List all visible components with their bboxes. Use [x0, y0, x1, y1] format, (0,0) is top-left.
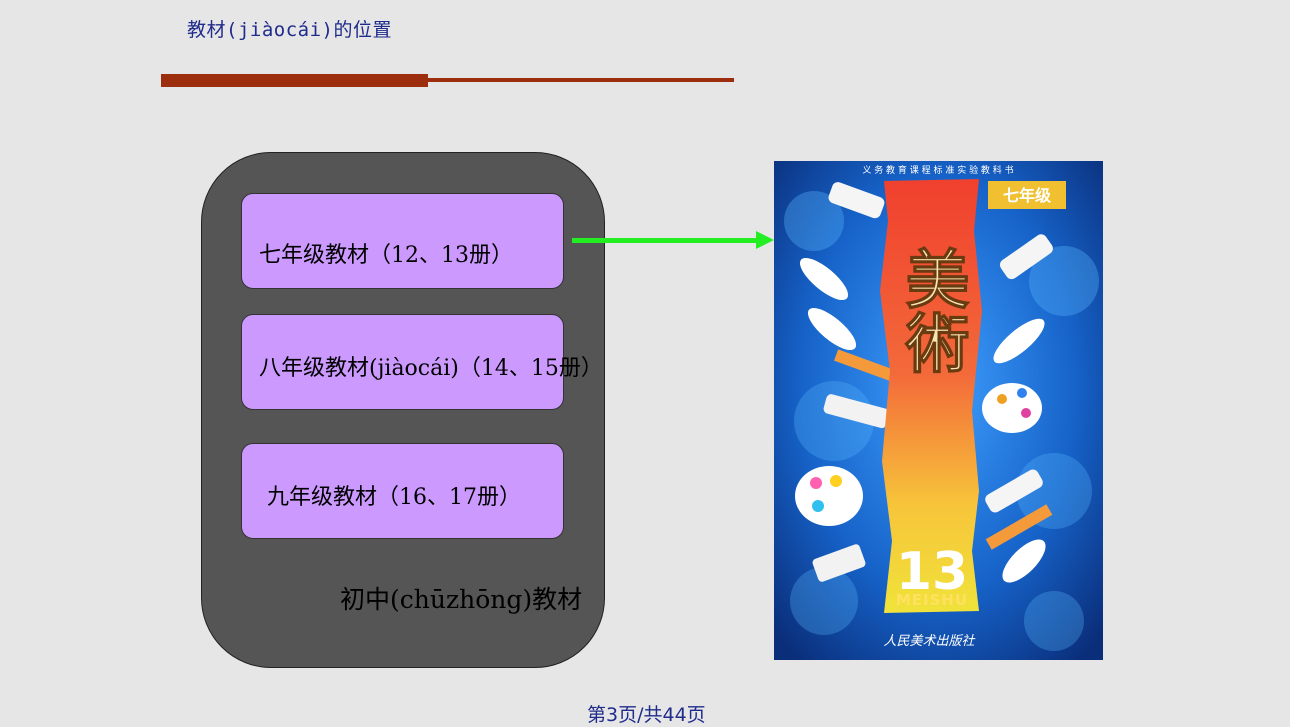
book-cover-image: 义 务 教 育 课 程 标 准 实 验 教 科 书 七年级 美術 [774, 161, 1103, 660]
volume-number: 13 [896, 542, 968, 602]
title-strip [880, 179, 982, 613]
publisher-text: 人民美术出版社 [883, 634, 975, 649]
pinyin-title: MEISHU [896, 591, 968, 609]
book-series-text: 义 务 教 育 课 程 标 准 实 验 教 科 书 [862, 164, 1013, 176]
grade9-card[interactable] [241, 443, 564, 539]
slide-title: 教材(jiàocái)的位置 [187, 19, 392, 41]
grade9-label: 九年级教材（16、17册） [267, 485, 521, 510]
grade8-card[interactable] [241, 314, 564, 410]
arrow-head-icon [756, 231, 774, 249]
book-title-text: 美術 [895, 246, 971, 374]
paint-tubes-illustration [795, 182, 1053, 583]
grade-badge [988, 181, 1066, 209]
arrow-line [572, 238, 758, 243]
grade-badge-text: 七年级 [1003, 186, 1052, 205]
page-footer: 第3页/共44页 [587, 704, 706, 726]
grade8-label: 八年级教材(jiàocái)（14、15册） [259, 356, 603, 381]
grade7-label: 七年级教材（12、13册） [259, 243, 513, 268]
title-rule-thin [426, 78, 734, 82]
grade7-card[interactable] [241, 193, 564, 289]
container-caption: 初中(chūzhōng)教材 [340, 585, 583, 614]
title-rule-thick [161, 74, 428, 87]
